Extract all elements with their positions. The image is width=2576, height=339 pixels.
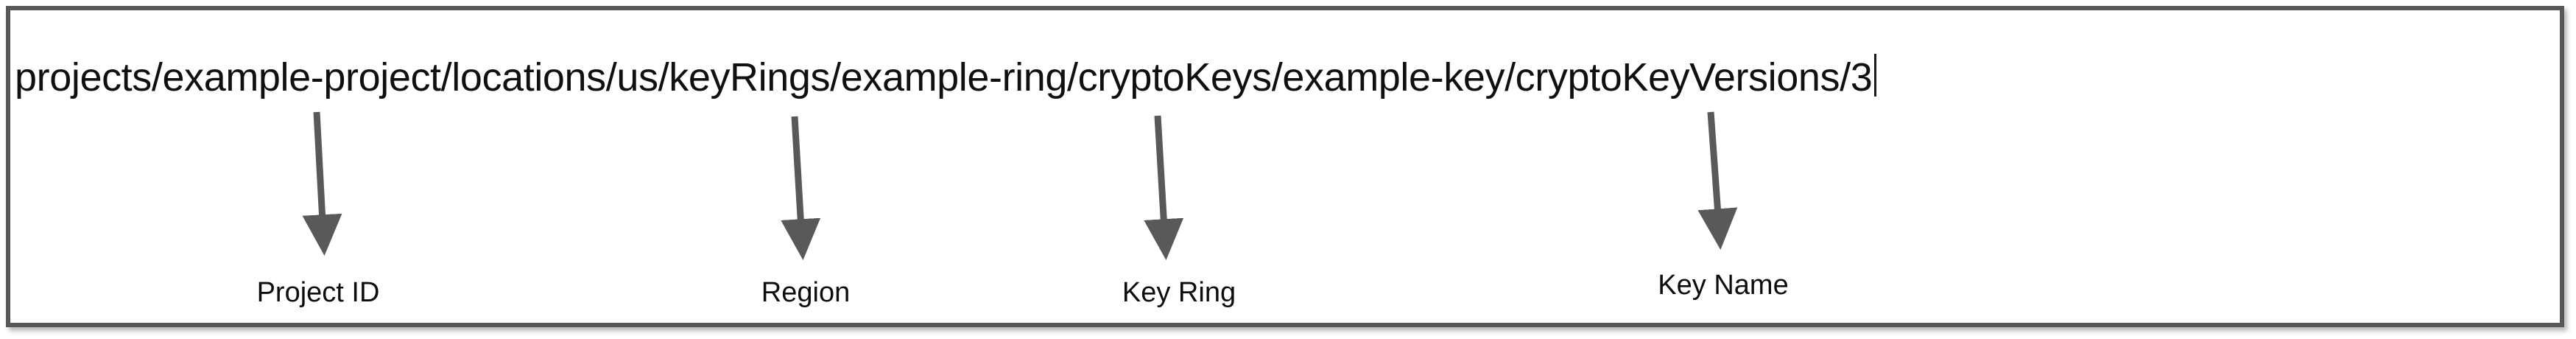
resource-path-text: projects/example-project/locations/us/ke… (15, 55, 1873, 99)
callout-label-project-id: Project ID (256, 277, 380, 308)
callout-label-region: Region (761, 277, 851, 308)
resource-path-field[interactable]: projects/example-project/locations/us/ke… (15, 15, 2371, 97)
text-caret (1874, 54, 1877, 97)
callout-label-key-name: Key Name (1658, 270, 1789, 301)
resource-path-panel: projects/example-project/locations/us/ke… (6, 6, 2564, 327)
callout-label-key-ring: Key Ring (1122, 277, 1236, 308)
